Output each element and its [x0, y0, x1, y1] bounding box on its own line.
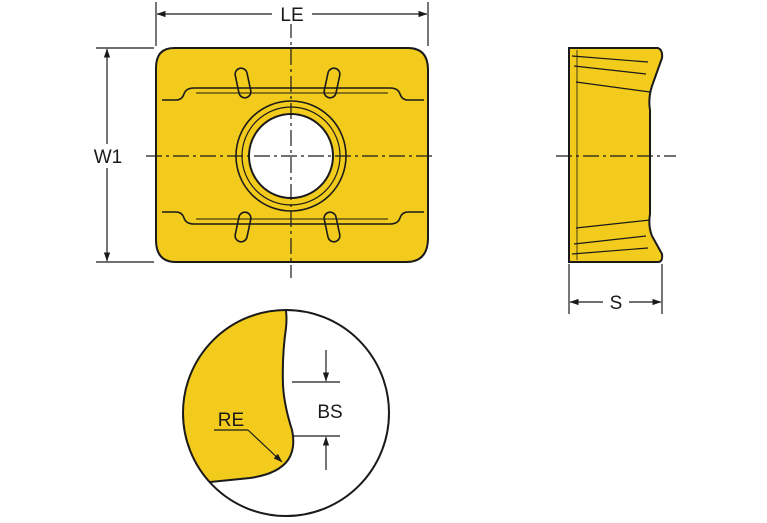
- slot-top-left: [234, 67, 252, 99]
- detail-view: BS RE: [182, 309, 390, 517]
- chip-breaker-top: [162, 87, 424, 101]
- slot-bottom-right: [323, 211, 341, 243]
- w1-label: W1: [94, 147, 123, 168]
- side-body: [568, 47, 664, 263]
- side-view: S: [556, 47, 676, 314]
- detail-circle: [182, 309, 390, 517]
- detail-insert-corner: [183, 310, 295, 488]
- slot-top-right: [323, 67, 341, 99]
- le-label: LE: [280, 5, 303, 26]
- side-relief-bottom: [571, 219, 651, 255]
- s-label: S: [610, 293, 623, 314]
- bs-label: BS: [317, 402, 342, 423]
- side-relief-top: [571, 55, 651, 93]
- re-label: RE: [218, 410, 244, 431]
- top-view: LE W1: [90, 2, 436, 278]
- slot-bottom-left: [234, 211, 252, 243]
- re-leader: [247, 429, 283, 463]
- chip-breaker-bottom: [162, 211, 424, 225]
